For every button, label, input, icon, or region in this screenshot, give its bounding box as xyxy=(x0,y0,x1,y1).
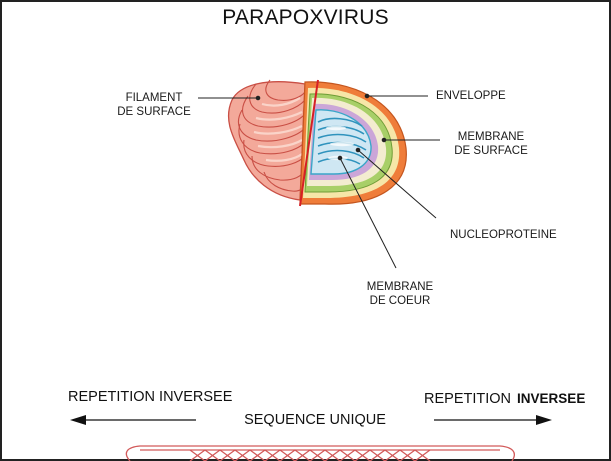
label-filament: FILAMENT DE SURFACE xyxy=(106,91,202,119)
label-right-repetition-part2: INVERSEE xyxy=(517,391,585,406)
label-filament-line2: DE SURFACE xyxy=(106,105,202,119)
label-membrane-surface: MEMBRANE DE SURFACE xyxy=(446,130,536,158)
label-sequence-unique: SEQUENCE UNIQUE xyxy=(220,413,410,427)
diagram-title: PARAPOXVIRUS xyxy=(0,6,611,30)
label-right-repetition-part1: REPETITION xyxy=(424,391,511,407)
label-membrane-coeur-line1: MEMBRANE xyxy=(356,280,444,294)
genome-strand xyxy=(126,446,514,461)
right-arrowhead xyxy=(536,415,552,425)
label-enveloppe: ENVELOPPE xyxy=(436,89,506,103)
label-membrane-coeur-line2: DE COEUR xyxy=(356,294,444,308)
label-left-repetition: REPETITION INVERSEE xyxy=(68,390,232,404)
label-membrane-surface-line2: DE SURFACE xyxy=(446,144,536,158)
label-filament-line1: FILAMENT xyxy=(106,91,202,105)
label-nucleoproteine: NUCLEOPROTEINE xyxy=(450,228,557,242)
left-arrowhead xyxy=(70,415,86,425)
label-right-repetition: REPETITION INVERSEE xyxy=(424,392,585,406)
label-membrane-surface-line1: MEMBRANE xyxy=(446,130,536,144)
label-membrane-coeur: MEMBRANE DE COEUR xyxy=(356,280,444,308)
